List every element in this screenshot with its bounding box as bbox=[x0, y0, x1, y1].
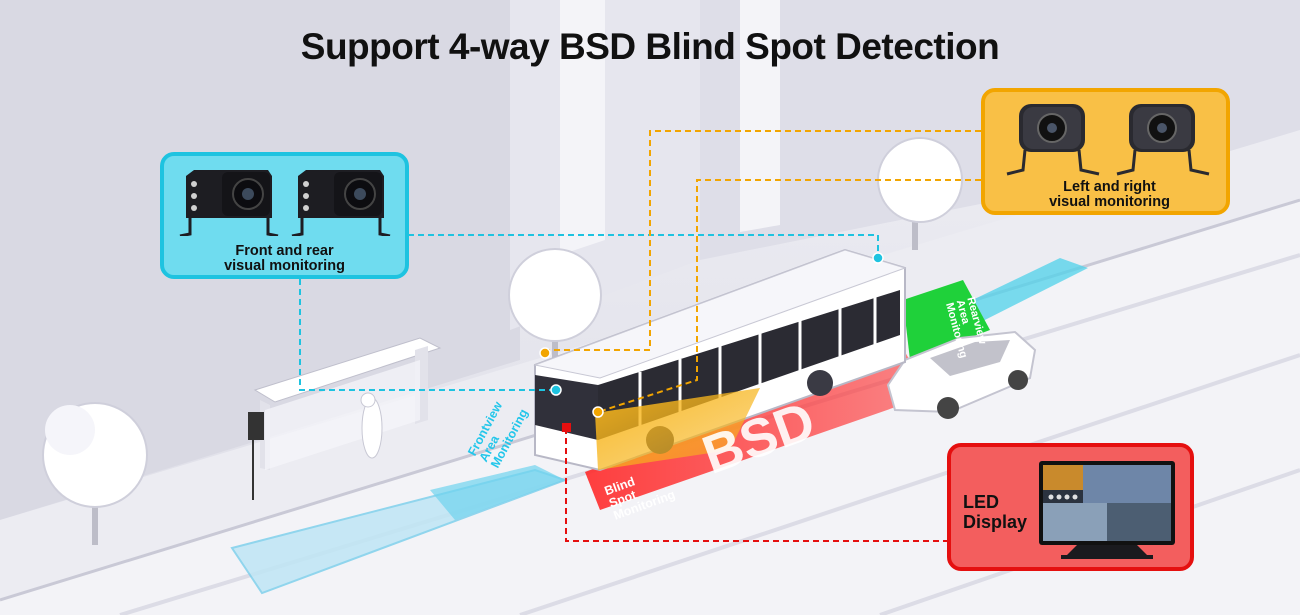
led-monitor-icon bbox=[1039, 461, 1175, 559]
building-column bbox=[560, 0, 605, 255]
rearview-zone bbox=[903, 280, 990, 360]
left-right-label: Left and right visual monitoring bbox=[989, 180, 1230, 210]
front-rear-camera-icon bbox=[179, 170, 391, 236]
front-rear-camera-callout: Front and rear visual monitoring bbox=[160, 152, 409, 279]
left-right-label-line1: Left and right bbox=[1063, 179, 1156, 195]
left-right-camera-callout: Left and right visual monitoring bbox=[981, 88, 1230, 215]
led-label: LED Display bbox=[963, 492, 1027, 532]
building-column-2 bbox=[740, 0, 780, 232]
front-rear-label-line2: visual monitoring bbox=[224, 258, 345, 274]
led-label-line2: Display bbox=[963, 512, 1028, 532]
bus-shelter bbox=[248, 337, 442, 500]
car bbox=[886, 330, 1037, 419]
front-rear-label-line1: Front and rear bbox=[235, 243, 334, 259]
led-label-line1: LED bbox=[963, 492, 999, 512]
left-right-label-line2: visual monitoring bbox=[1049, 194, 1170, 210]
camera-beam bbox=[595, 388, 760, 470]
connector-lines bbox=[299, 130, 981, 542]
led-display-callout: LED Display bbox=[947, 443, 1194, 571]
front-rear-label: Front and rear visual monitoring bbox=[164, 244, 405, 274]
side-camera-icon bbox=[1006, 104, 1210, 176]
bsd-zone bbox=[585, 352, 930, 510]
page-title: Support 4-way BSD Blind Spot Detection bbox=[300, 26, 1000, 67]
